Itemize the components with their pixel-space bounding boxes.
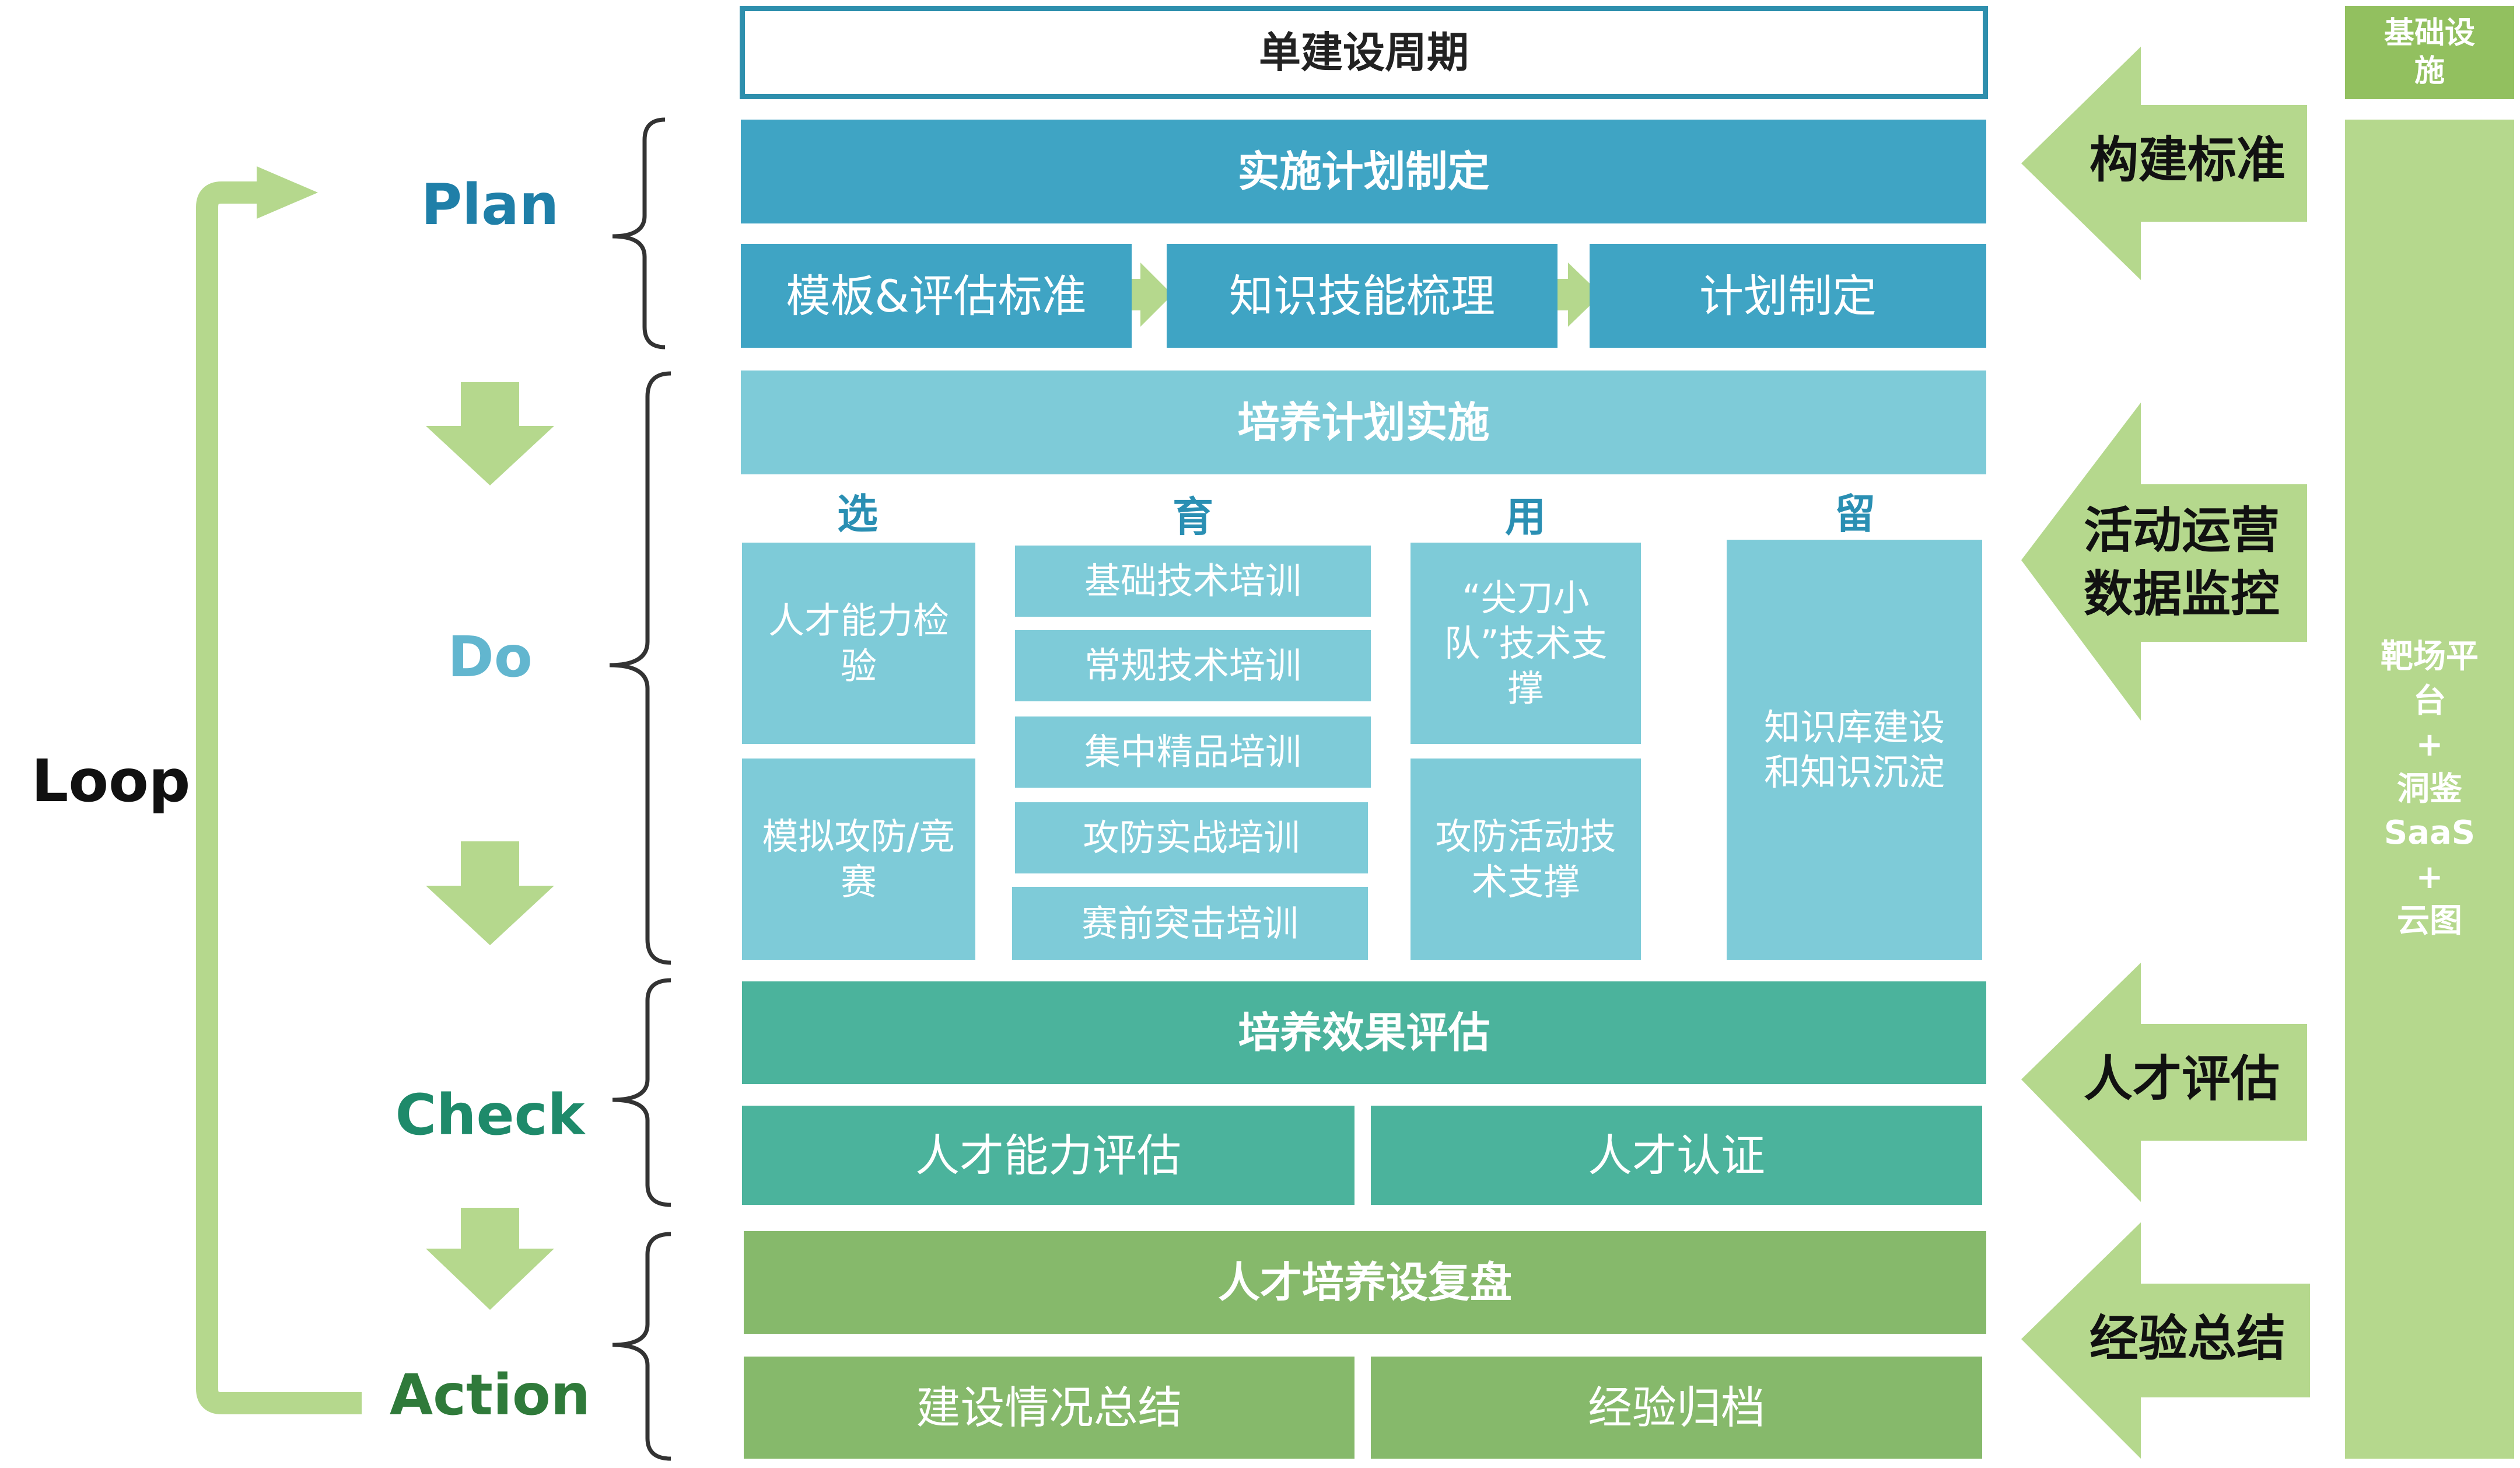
do-column-head: 育 <box>1172 493 1213 541</box>
step-arrow-icon <box>1117 263 1172 327</box>
check-item: 人才能力评估 <box>742 1106 1354 1205</box>
infra-title-text: 基础设施 <box>2384 16 2475 89</box>
action-item: 建设情况总结 <box>744 1357 1354 1459</box>
infra-title: 基础设施 <box>2345 6 2514 99</box>
check-brace <box>612 978 671 1207</box>
plan-step: 计划制定 <box>1590 244 1986 348</box>
loop-line <box>196 181 362 1414</box>
yong-item: “尖刀小队”技术支撑 <box>1410 543 1641 744</box>
left-arrow-icon <box>2021 403 2307 721</box>
xuan-item: 人才能力检验 <box>742 543 975 744</box>
yu-item: 基础技术培训 <box>1015 546 1371 617</box>
phase-action: Action <box>389 1362 591 1428</box>
down-arrow-icon <box>426 841 554 945</box>
right-label-action: 经验总结 <box>2089 1310 2286 1367</box>
check-item: 人才认证 <box>1371 1106 1982 1205</box>
down-arrow-icon <box>426 382 554 485</box>
right-label-check: 人才评估 <box>2083 1050 2280 1107</box>
down-arrow-icon <box>426 1208 554 1310</box>
do-column-head: 留 <box>1835 490 1875 538</box>
plan-brace <box>612 117 666 349</box>
left-arrow-icon <box>2021 963 2307 1202</box>
yu-item: 攻防实战培训 <box>1015 802 1368 873</box>
infra-item: 靶场平台 <box>2381 637 2479 720</box>
phase-do: Do <box>447 624 533 690</box>
do-header: 培养计划实施 <box>741 371 1986 474</box>
infra-item: 洞鉴SaaS <box>2384 770 2476 852</box>
left-arrow-icon <box>2021 1222 2310 1459</box>
xuan-item: 模拟攻防/竞赛 <box>742 759 975 960</box>
action-brace <box>612 1232 671 1461</box>
yu-item: 集中精品培训 <box>1015 716 1371 788</box>
action-item: 经验归档 <box>1371 1357 1982 1459</box>
infra-platform-panel: 靶场平台 + 洞鉴SaaS + 云图 <box>2345 120 2514 1459</box>
top-title: 单建设周期 <box>740 6 1988 99</box>
yong-item: 攻防活动技术支撑 <box>1410 759 1641 960</box>
do-column-head: 选 <box>837 490 878 538</box>
action-header: 人才培养设复盘 <box>744 1231 1986 1334</box>
infra-item: + <box>2416 858 2444 896</box>
loop-label: Loop <box>31 747 191 815</box>
liu-item: 知识库建设和知识沉淀 <box>1727 540 1982 960</box>
infra-item: + <box>2416 726 2444 764</box>
left-arrow-icon <box>2021 47 2307 280</box>
yu-item: 赛前突击培训 <box>1012 887 1368 960</box>
yu-item: 常规技术培训 <box>1015 630 1371 701</box>
check-header: 培养效果评估 <box>742 981 1986 1084</box>
right-label-do: 活动运营数据监控 <box>2083 502 2280 623</box>
do-column-head: 用 <box>1505 493 1546 541</box>
loop-arrowhead-icon <box>257 166 318 219</box>
step-arrow-icon <box>1543 263 1601 327</box>
plan-step: 模板&评估标准 <box>741 244 1132 348</box>
infra-item: 云图 <box>2397 902 2462 941</box>
phase-plan: Plan <box>421 172 559 237</box>
plan-step: 知识技能梳理 <box>1167 244 1558 348</box>
plan-header: 实施计划制定 <box>741 120 1986 223</box>
do-brace <box>609 371 671 965</box>
phase-check: Check <box>395 1082 585 1148</box>
right-label-plan: 构建标准 <box>2089 131 2286 188</box>
